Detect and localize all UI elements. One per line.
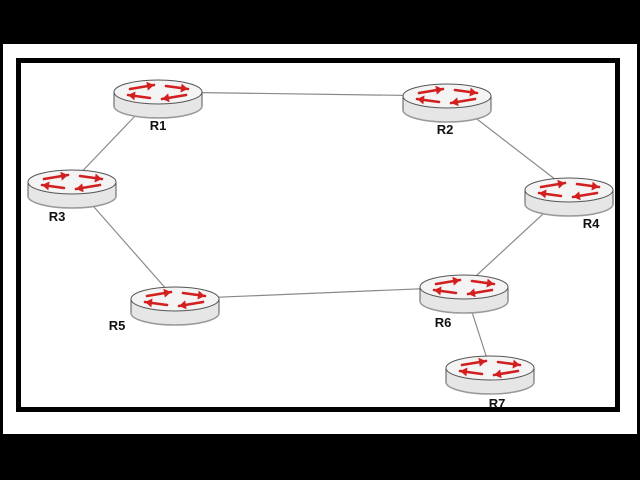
router-r6[interactable]: R6 [419, 274, 509, 330]
link-r1-r2 [157, 91, 448, 97]
router-r4[interactable]: R4 [524, 177, 614, 231]
router-r5[interactable]: R5 [109, 286, 220, 333]
router-icon [113, 79, 203, 119]
link-r5-r6 [174, 286, 465, 300]
diagram-border [16, 58, 620, 412]
outer-white-frame [3, 44, 637, 434]
router-r7[interactable]: R7 [445, 355, 535, 411]
router-r2[interactable]: R2 [402, 83, 492, 137]
router-label-r3: R3 [49, 209, 66, 224]
router-label-r4: R4 [583, 216, 600, 231]
router-label-r5: R5 [109, 318, 126, 333]
router-label-r7: R7 [489, 396, 506, 411]
router-label-r1: R1 [150, 118, 167, 133]
router-label-r6: R6 [435, 315, 452, 330]
router-icon [402, 83, 492, 123]
router-icon [27, 169, 117, 209]
router-label-r2: R2 [437, 122, 454, 137]
router-icon [130, 286, 220, 326]
router-icon [419, 274, 509, 314]
router-r1[interactable]: R1 [113, 79, 203, 133]
links-layer [71, 91, 570, 369]
router-r3[interactable]: R3 [27, 169, 117, 224]
router-icon [524, 177, 614, 217]
router-icon [445, 355, 535, 395]
